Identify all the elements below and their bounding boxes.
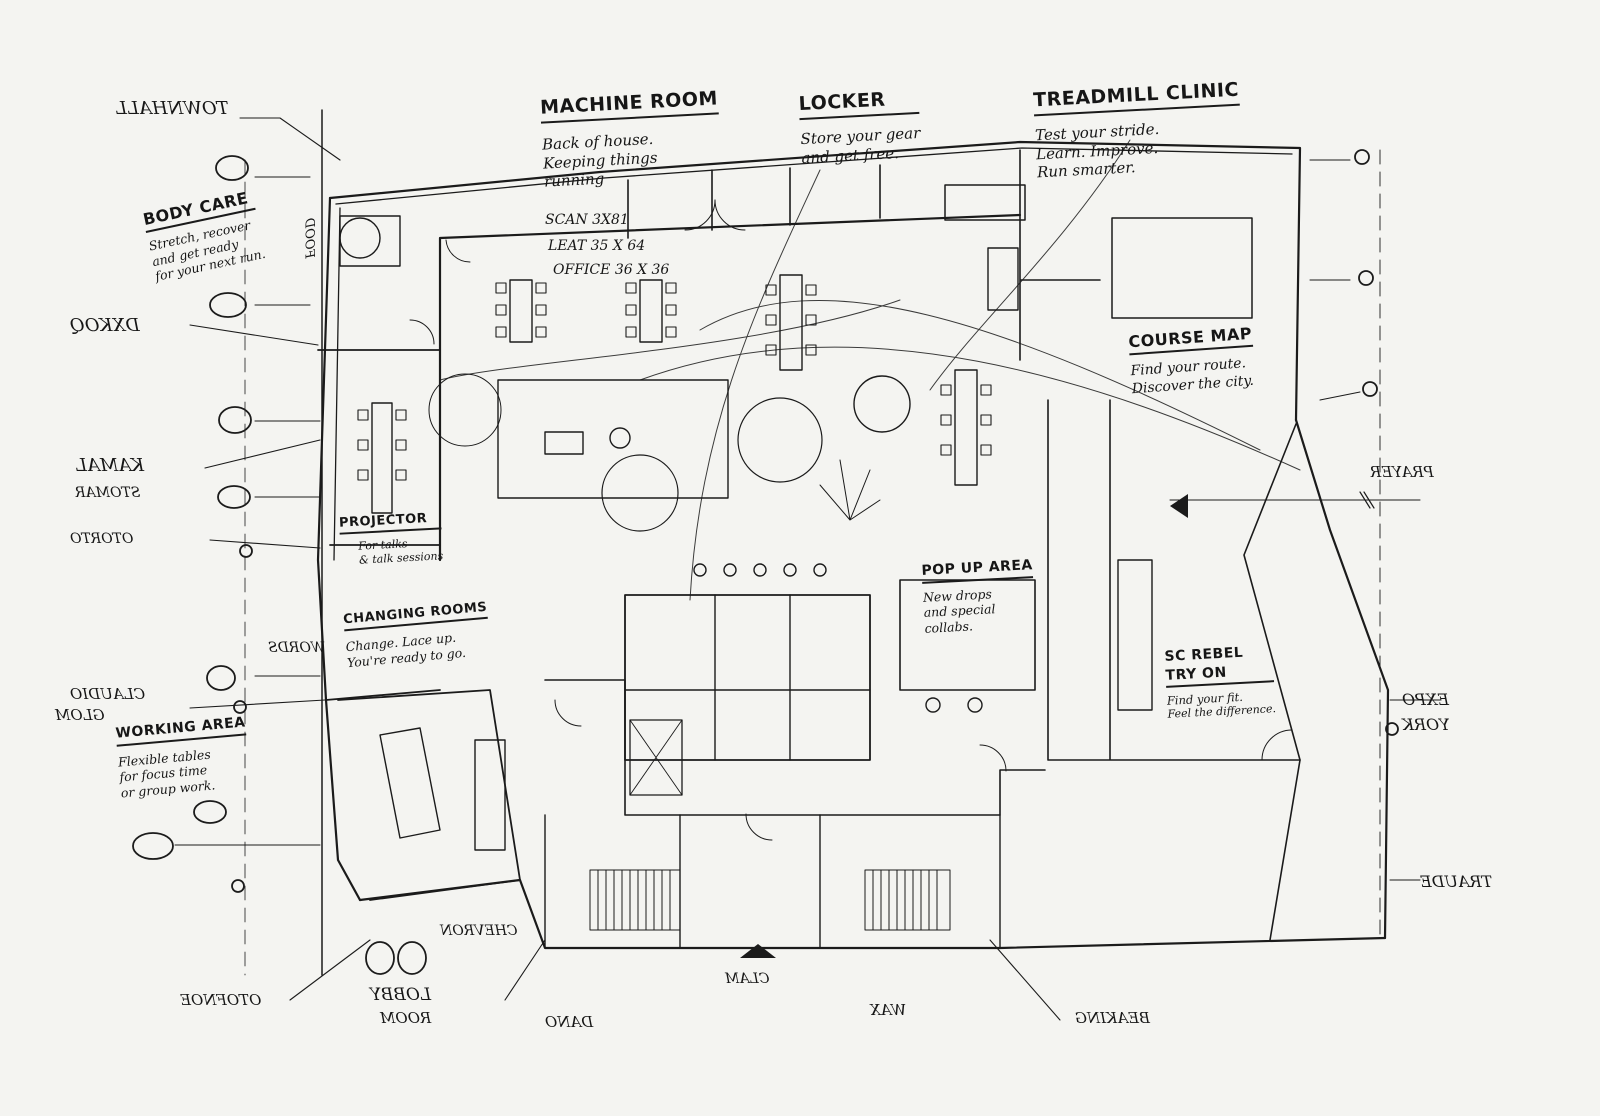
pop-up-area-title: POP UP AREA bbox=[921, 557, 1034, 584]
stairs-left bbox=[589, 869, 681, 931]
scribble-label: WAX bbox=[870, 1001, 907, 1019]
scribble-label: BEAKING bbox=[1075, 1009, 1151, 1027]
scribble-label: OTORTO bbox=[70, 531, 134, 547]
dimension-note-2: LEAT 35 X 64 bbox=[548, 238, 646, 254]
scribble-label: TOWNHALL bbox=[115, 98, 229, 119]
round-table-icon bbox=[853, 375, 911, 433]
locker-annotation: LOCKER Store your gear and get free. bbox=[798, 86, 922, 167]
scribble-label: YORK bbox=[1402, 715, 1450, 734]
working-area-annotation: WORKING AREA Flexible tables for focus t… bbox=[114, 714, 251, 800]
scribble-label: FOOD bbox=[301, 217, 317, 259]
dimension-note-3: OFFICE 36 X 36 bbox=[553, 262, 670, 278]
scribble-label: CLAM bbox=[725, 971, 770, 987]
locker-title: LOCKER bbox=[798, 86, 920, 120]
scribble-label: TRAUDE bbox=[1420, 872, 1493, 891]
scribble-label: ROOM bbox=[380, 1009, 432, 1027]
changing-rooms-annotation: CHANGING ROOMS Change. Lace up. You're r… bbox=[342, 599, 492, 671]
dining-tables bbox=[357, 274, 992, 839]
pop-up-area-annotation: POP UP AREA New drops and special collab… bbox=[921, 557, 1036, 636]
scribble-label: LOBBY bbox=[370, 985, 432, 1005]
projector-title: PROJECTOR bbox=[338, 510, 442, 535]
scribble-label: KAMAL bbox=[75, 455, 145, 476]
scribble-label: EXPO bbox=[1402, 690, 1449, 709]
scribble-label: CHEVRON bbox=[440, 923, 518, 939]
machine-room-annotation: MACHINE ROOM Back of house. Keeping thin… bbox=[539, 87, 723, 191]
scribble-label: OTOFNOE bbox=[180, 991, 262, 1009]
north-arrow-icon bbox=[1170, 494, 1188, 518]
projector-annotation: PROJECTOR For talks & talk sessions bbox=[338, 510, 444, 568]
scribble-label: PRAYER bbox=[1370, 463, 1434, 481]
scribble-label: WORDS bbox=[268, 640, 326, 656]
scribble-label: DXKOQ bbox=[70, 315, 140, 336]
plant-icon bbox=[819, 459, 881, 521]
scribble-label: STOMAR bbox=[75, 485, 141, 501]
entrance-arrow-icon bbox=[740, 944, 776, 958]
scribble-label: GLOM bbox=[55, 706, 105, 724]
outer-wall bbox=[328, 140, 1302, 422]
dimension-note-1: SCAN 3X81 bbox=[545, 212, 629, 228]
sc-rebel-title-line-2: TRY ON bbox=[1165, 661, 1275, 688]
scribble-label: DANO bbox=[545, 1013, 594, 1031]
course-map-annotation: COURSE MAP Find your route. Discover the… bbox=[1127, 323, 1256, 398]
scribble-label: CLAUDIO bbox=[70, 685, 146, 703]
treadmill-clinic-annotation: TREADMILL CLINIC Test your stride. Learn… bbox=[1032, 78, 1243, 183]
sc-rebel-annotation: SC REBEL TRY ON Find your fit. Feel the … bbox=[1164, 643, 1276, 722]
stairs-right bbox=[864, 869, 951, 931]
